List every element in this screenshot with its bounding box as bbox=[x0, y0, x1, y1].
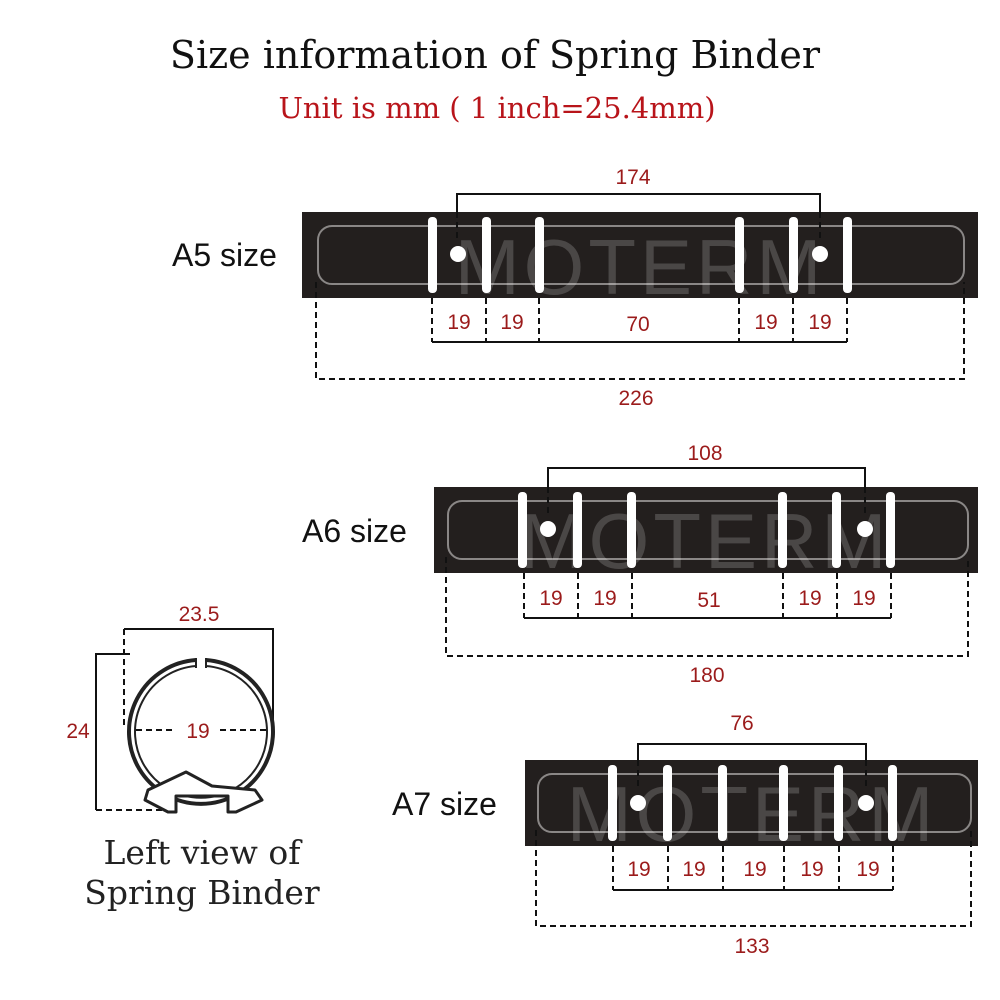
a6-total-dimension bbox=[445, 557, 969, 657]
side-ring-inner bbox=[134, 665, 268, 799]
a7-ring-extensions bbox=[612, 846, 894, 890]
a6-top-value: 108 bbox=[687, 442, 722, 465]
a7-size-label: A7 size bbox=[392, 786, 497, 822]
a7-watermark: MOTERM bbox=[567, 770, 938, 858]
a5-segment-3: 70 bbox=[626, 313, 649, 336]
side-height-value: 24 bbox=[66, 720, 90, 743]
a6-segment-1: 19 bbox=[539, 587, 562, 610]
a6-ring-extensions bbox=[523, 573, 892, 618]
a7-segment-2: 19 bbox=[682, 858, 705, 881]
a5-rivet bbox=[812, 246, 828, 262]
a5-size-label: A5 size bbox=[172, 237, 277, 273]
a7-total-dimension bbox=[535, 830, 972, 927]
a6-ring bbox=[778, 492, 787, 568]
a5-ring bbox=[843, 217, 852, 293]
a7-total-value: 133 bbox=[734, 935, 769, 958]
a6-top-extension bbox=[547, 487, 866, 515]
side-height-dimension bbox=[95, 653, 130, 810]
a5-binder-outline bbox=[317, 225, 965, 285]
a7-ring bbox=[888, 765, 897, 841]
a6-ring bbox=[518, 492, 527, 568]
a6-rivet bbox=[540, 521, 556, 537]
a5-top-value: 174 bbox=[615, 166, 650, 189]
a7-rivet bbox=[630, 795, 646, 811]
side-caption-line1: Left view of bbox=[104, 833, 304, 872]
a6-segment-4: 19 bbox=[798, 587, 821, 610]
a6-ring bbox=[832, 492, 841, 568]
a5-rivet bbox=[450, 246, 466, 262]
a5-rings bbox=[428, 217, 852, 293]
a7-segment-3: 19 bbox=[743, 858, 766, 881]
a6-ring bbox=[573, 492, 582, 568]
a5-total-dimension bbox=[315, 282, 965, 380]
a5-segment-2: 19 bbox=[500, 311, 523, 334]
a7-top-dimension bbox=[637, 743, 867, 760]
a5-binder: A5 size MOTERM 174 19 19 70 19 19 226 bbox=[172, 166, 978, 410]
a5-ring bbox=[482, 217, 491, 293]
a6-segment-3: 51 bbox=[697, 589, 720, 612]
side-inner-value: 19 bbox=[186, 720, 209, 743]
a7-ring bbox=[834, 765, 843, 841]
a7-ring bbox=[608, 765, 617, 841]
a7-binder-outline bbox=[537, 773, 972, 833]
a5-segment-5: 19 bbox=[808, 311, 831, 334]
a6-rings bbox=[518, 492, 895, 568]
side-width-value: 23.5 bbox=[179, 603, 220, 626]
a6-top-dimension bbox=[547, 467, 866, 487]
a6-rivet bbox=[857, 521, 873, 537]
a6-segment-2: 19 bbox=[593, 587, 616, 610]
a5-top-extension bbox=[456, 212, 821, 240]
a5-segment-1: 19 bbox=[447, 311, 470, 334]
a7-top-value: 76 bbox=[730, 712, 753, 735]
side-clip-base bbox=[143, 770, 264, 814]
a7-rings bbox=[608, 765, 897, 841]
a7-ring bbox=[663, 765, 672, 841]
a6-total-value: 180 bbox=[689, 664, 724, 687]
a5-ring bbox=[789, 217, 798, 293]
side-caption-line2: Spring Binder bbox=[84, 873, 320, 912]
side-ring-outer bbox=[127, 658, 275, 806]
a6-segment-5: 19 bbox=[852, 587, 875, 610]
a5-watermark: MOTERM bbox=[455, 223, 826, 311]
unit-subtitle: Unit is mm ( 1 inch=25.4mm) bbox=[278, 91, 715, 125]
a5-ring bbox=[428, 217, 437, 293]
a5-segment-4: 19 bbox=[754, 311, 777, 334]
a5-total-value: 226 bbox=[618, 387, 653, 410]
a7-top-extension bbox=[637, 760, 867, 788]
a7-ring bbox=[718, 765, 727, 841]
a6-ring bbox=[627, 492, 636, 568]
side-width-dimension bbox=[124, 628, 274, 727]
page-title: Size information of Spring Binder bbox=[170, 33, 821, 77]
a6-binder: A6 size MOTERM 108 19 19 51 19 19 180 bbox=[302, 442, 978, 687]
a7-segment-1: 19 bbox=[627, 858, 650, 881]
a7-binder: A7 size MOTERM 76 19 19 19 19 19 133 bbox=[392, 712, 978, 958]
a6-ring bbox=[886, 492, 895, 568]
a7-ring bbox=[779, 765, 788, 841]
a6-binder-outline bbox=[447, 500, 969, 560]
a7-segment-4: 19 bbox=[800, 858, 823, 881]
side-view: 23.5 24 19 Left view of Spring Binder bbox=[66, 603, 320, 912]
a5-top-dimension bbox=[456, 193, 821, 212]
a5-ring bbox=[735, 217, 744, 293]
a5-ring bbox=[535, 217, 544, 293]
a6-size-label: A6 size bbox=[302, 513, 407, 549]
a5-ring-extensions bbox=[431, 298, 848, 342]
a7-segment-5: 19 bbox=[856, 858, 879, 881]
a7-rivet bbox=[858, 795, 874, 811]
